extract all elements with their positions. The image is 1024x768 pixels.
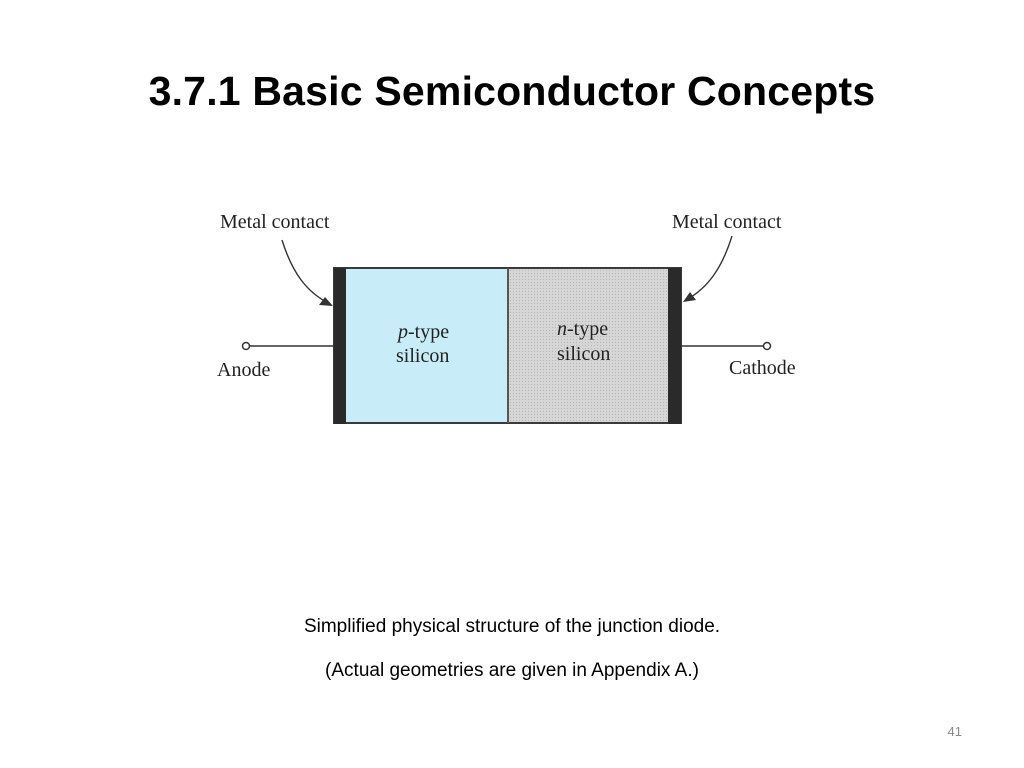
anode-terminal (241, 341, 251, 351)
n-type-letter: n (557, 318, 567, 340)
p-type-region (345, 268, 508, 423)
left-contact-arrow (281, 239, 331, 305)
p-type-letter: p (396, 321, 408, 343)
p-type-suffix: -type (408, 321, 449, 343)
figure-note: (Actual geometries are given in Appendix… (325, 660, 699, 681)
left-metal-contact (334, 268, 346, 424)
n-type-suffix: -type (567, 318, 608, 340)
n-type-label: n-type (557, 318, 608, 340)
right-arrowhead (683, 292, 696, 302)
p-silicon-label: silicon (396, 345, 449, 367)
p-type-label: p-type (396, 321, 449, 343)
cathode-terminal (762, 341, 772, 351)
right-metal-contact (668, 268, 681, 424)
anode-label: Anode (217, 359, 270, 381)
left-contact-label: Metal contact (220, 211, 330, 233)
page-number: 41 (947, 724, 962, 739)
slide-title: 3.7.1 Basic Semiconductor Concepts (148, 68, 876, 114)
figure-caption: Simplified physical structure of the jun… (303, 616, 721, 637)
right-contact-label: Metal contact (672, 211, 782, 233)
left-arrowhead (319, 297, 333, 306)
n-type-region (508, 268, 668, 423)
right-contact-arrow (685, 235, 733, 301)
cathode-label: Cathode (729, 357, 796, 379)
n-silicon-label: silicon (557, 343, 610, 365)
